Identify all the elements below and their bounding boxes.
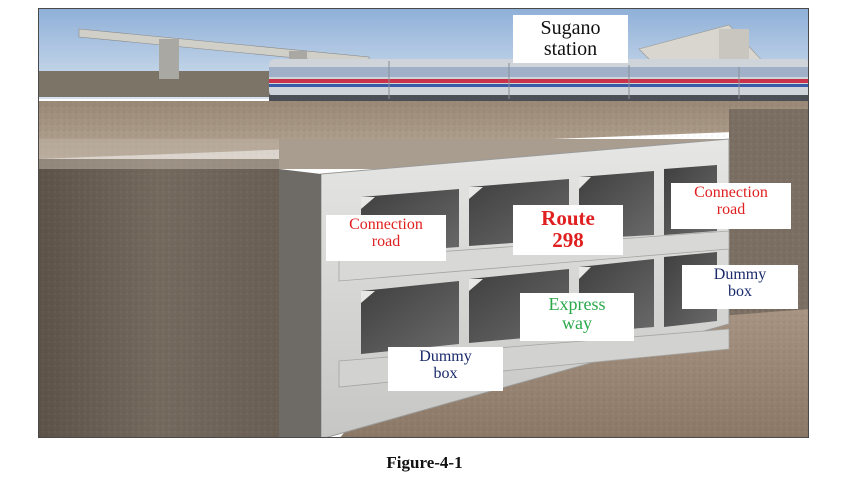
label-connection-left-line2: road	[371, 232, 401, 250]
label-connection-right-line2: road	[716, 200, 746, 218]
illustration-scene: Sugano station Connection road Route 298…	[38, 8, 809, 438]
label-station-line1: Sugano	[540, 17, 601, 39]
label-dummy-box-left: Dummy box	[388, 347, 503, 391]
train	[269, 59, 808, 101]
label-station-line2: station	[543, 38, 598, 60]
label-connection-road-left: Connection road	[326, 215, 446, 261]
figure-caption: Figure-4-1	[386, 453, 463, 472]
label-sugano-station: Sugano station	[513, 15, 628, 63]
label-dummy-box-right: Dummy box	[682, 265, 798, 309]
label-dummy-right-line2: box	[728, 282, 752, 300]
label-express-line2: way	[562, 312, 592, 333]
label-dummy-right-line1: Dummy	[713, 266, 767, 283]
label-dummy-left-line1: Dummy	[419, 348, 472, 365]
label-route-298: Route 298	[513, 205, 623, 255]
label-connection-left-line1: Connection	[349, 216, 423, 233]
label-connection-road-right: Connection road	[671, 183, 791, 229]
label-route-line1: Route	[541, 206, 595, 230]
label-express-line1: Express	[548, 294, 606, 314]
label-connection-right-line1: Connection	[694, 184, 768, 201]
label-dummy-left-line2: box	[433, 364, 458, 382]
label-express-way: Express way	[520, 293, 634, 341]
label-route-line2: 298	[552, 228, 584, 253]
